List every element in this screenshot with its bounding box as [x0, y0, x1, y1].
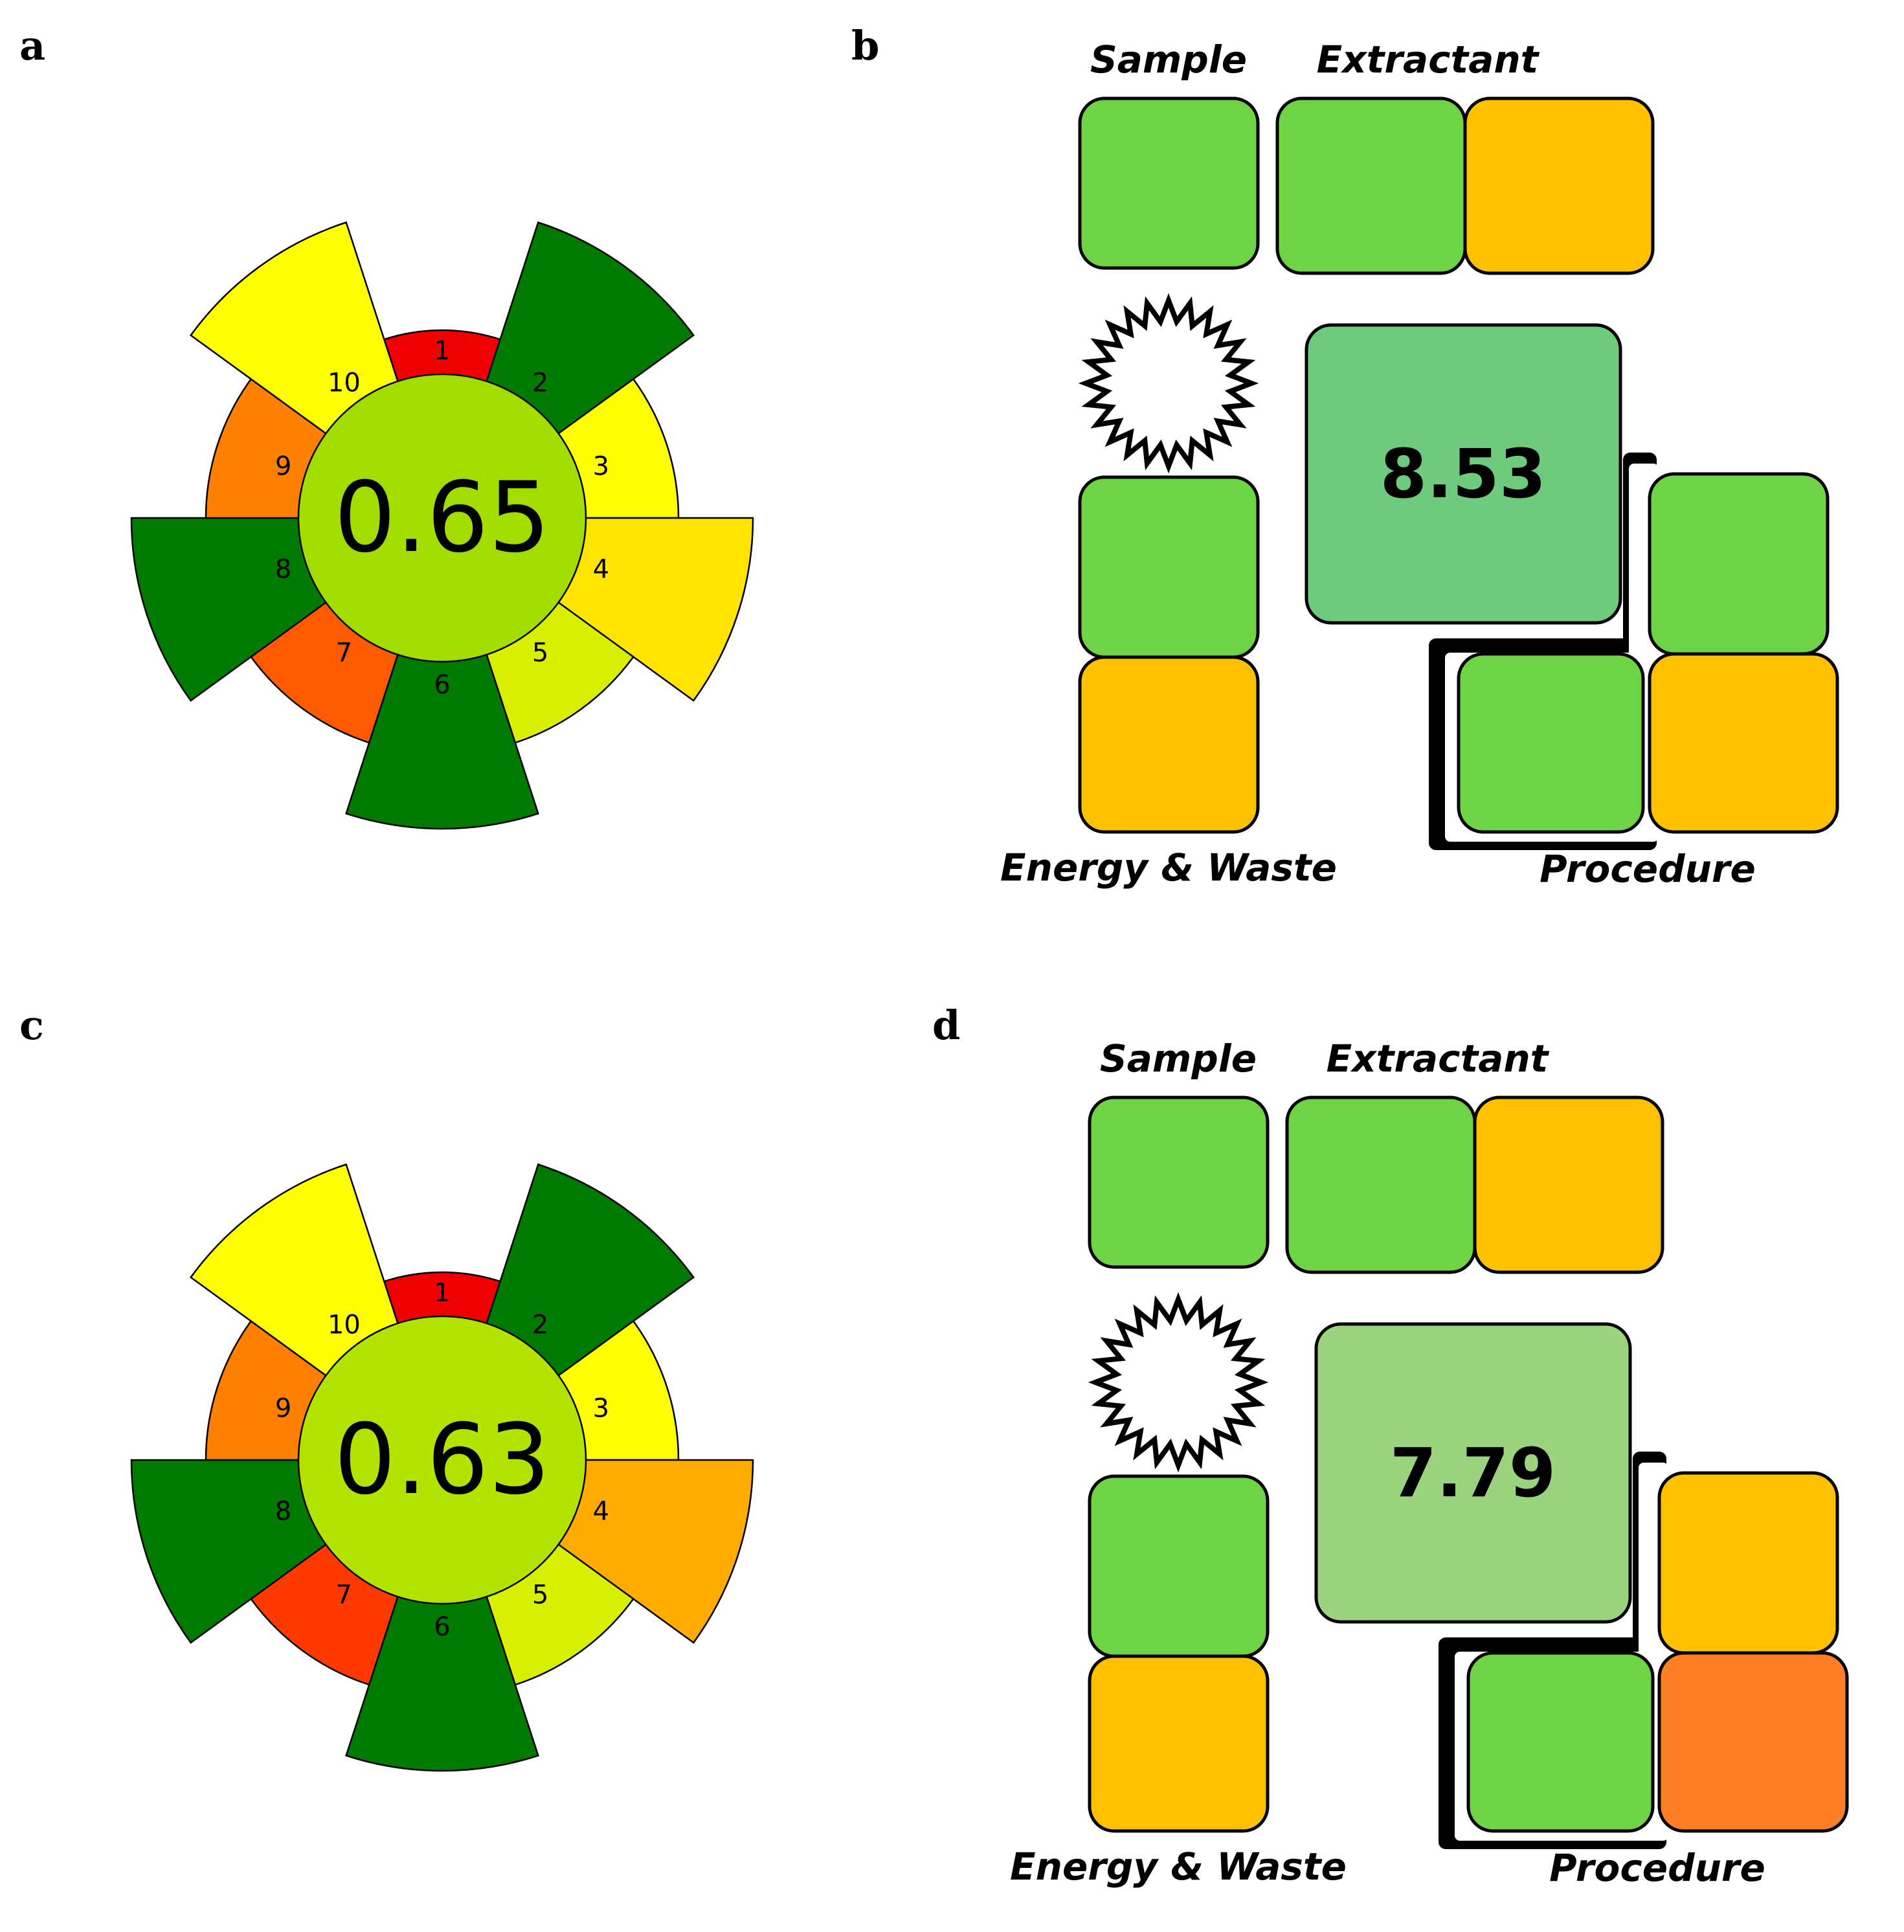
agree-segment-label: 7 [336, 1580, 352, 1610]
starburst-icon [1088, 1292, 1269, 1473]
agree-segment-label: 6 [434, 670, 450, 700]
extractant-tile-2 [1463, 96, 1655, 275]
energy-waste-tile-2 [1078, 655, 1260, 834]
energy-waste-tile-1 [1078, 475, 1260, 659]
agree-center-circle [297, 1315, 587, 1605]
sample-prep-score: 7.79 [1390, 1433, 1556, 1512]
score-box [1305, 323, 1622, 625]
sample-tile [1088, 1095, 1270, 1269]
agree-segment-label: 3 [593, 451, 609, 481]
procedure-tile-bottom-left [1457, 652, 1645, 834]
energy-waste-tile-2 [1088, 1654, 1270, 1833]
procedure-tile-top [1648, 472, 1830, 656]
extractant-label: Extractant [1317, 38, 1540, 82]
procedure-tile-bottom-right [1657, 1651, 1849, 1833]
agree-segment-6 [345, 515, 539, 830]
extractant-label: Extractant [1327, 1037, 1550, 1081]
procedure-label: Procedure [1540, 847, 1756, 891]
agree-segment-label: 1 [434, 336, 450, 366]
procedure-tile-bottom-left [1466, 1651, 1655, 1833]
sample-label: Sample [1090, 38, 1247, 82]
agree-segment-label: 2 [532, 368, 548, 398]
agree-segment-label: 8 [275, 1497, 291, 1527]
panel-letter-c: c [19, 1002, 44, 1049]
agree-score: 0.65 [334, 462, 550, 574]
extractant-tile-2 [1473, 1095, 1664, 1274]
panel-c-agree-pictogram: c 0.63 1 2 3 4 5 6 7 8 9 10 [19, 1002, 754, 1772]
agree-segment-label: 7 [336, 638, 352, 668]
sample-prep-score: 8.53 [1380, 434, 1547, 513]
agree-segment-label: 3 [593, 1393, 609, 1423]
extractant-tile-1 [1275, 96, 1467, 275]
agree-segment-label: 10 [328, 368, 361, 398]
sample-tile [1078, 96, 1260, 270]
agree-segment-label: 2 [532, 1310, 548, 1340]
agree-segment-label: 4 [593, 1497, 609, 1527]
panel-letter-a: a [19, 22, 45, 69]
agree-segment-6 [345, 1457, 539, 1772]
agree-segment-label: 4 [593, 555, 609, 585]
agree-segment-label: 9 [275, 451, 291, 481]
agree-segment-label: 9 [275, 1393, 291, 1423]
score-box [1314, 1322, 1632, 1624]
energy-waste-tile-1 [1088, 1474, 1270, 1658]
agree-segment-label: 10 [328, 1310, 361, 1340]
procedure-tile-top [1657, 1471, 1839, 1655]
agree-score: 0.63 [334, 1404, 550, 1516]
starburst-icon [1078, 293, 1259, 474]
agree-segment-label: 5 [532, 638, 548, 668]
panel-letter-d: d [932, 1002, 960, 1049]
procedure-tile-bottom-right [1648, 652, 1839, 834]
agree-segment-label: 1 [434, 1278, 450, 1308]
agree-segment-label: 6 [434, 1612, 450, 1642]
procedure-label: Procedure [1549, 1846, 1765, 1890]
sample-label: Sample [1100, 1037, 1257, 1081]
extractant-tile-1 [1285, 1095, 1477, 1274]
panel-a-agree-pictogram: a 0.65 1 2 3 4 5 6 7 8 9 10 [19, 22, 754, 830]
agree-segment-label: 5 [532, 1580, 548, 1610]
energy-waste-label: Energy & Waste [1000, 846, 1337, 890]
panel-letter-b: b [851, 22, 879, 69]
energy-waste-label: Energy & Waste [1010, 1845, 1347, 1889]
agree-center-circle [297, 373, 587, 663]
agree-segment-label: 8 [275, 555, 291, 585]
